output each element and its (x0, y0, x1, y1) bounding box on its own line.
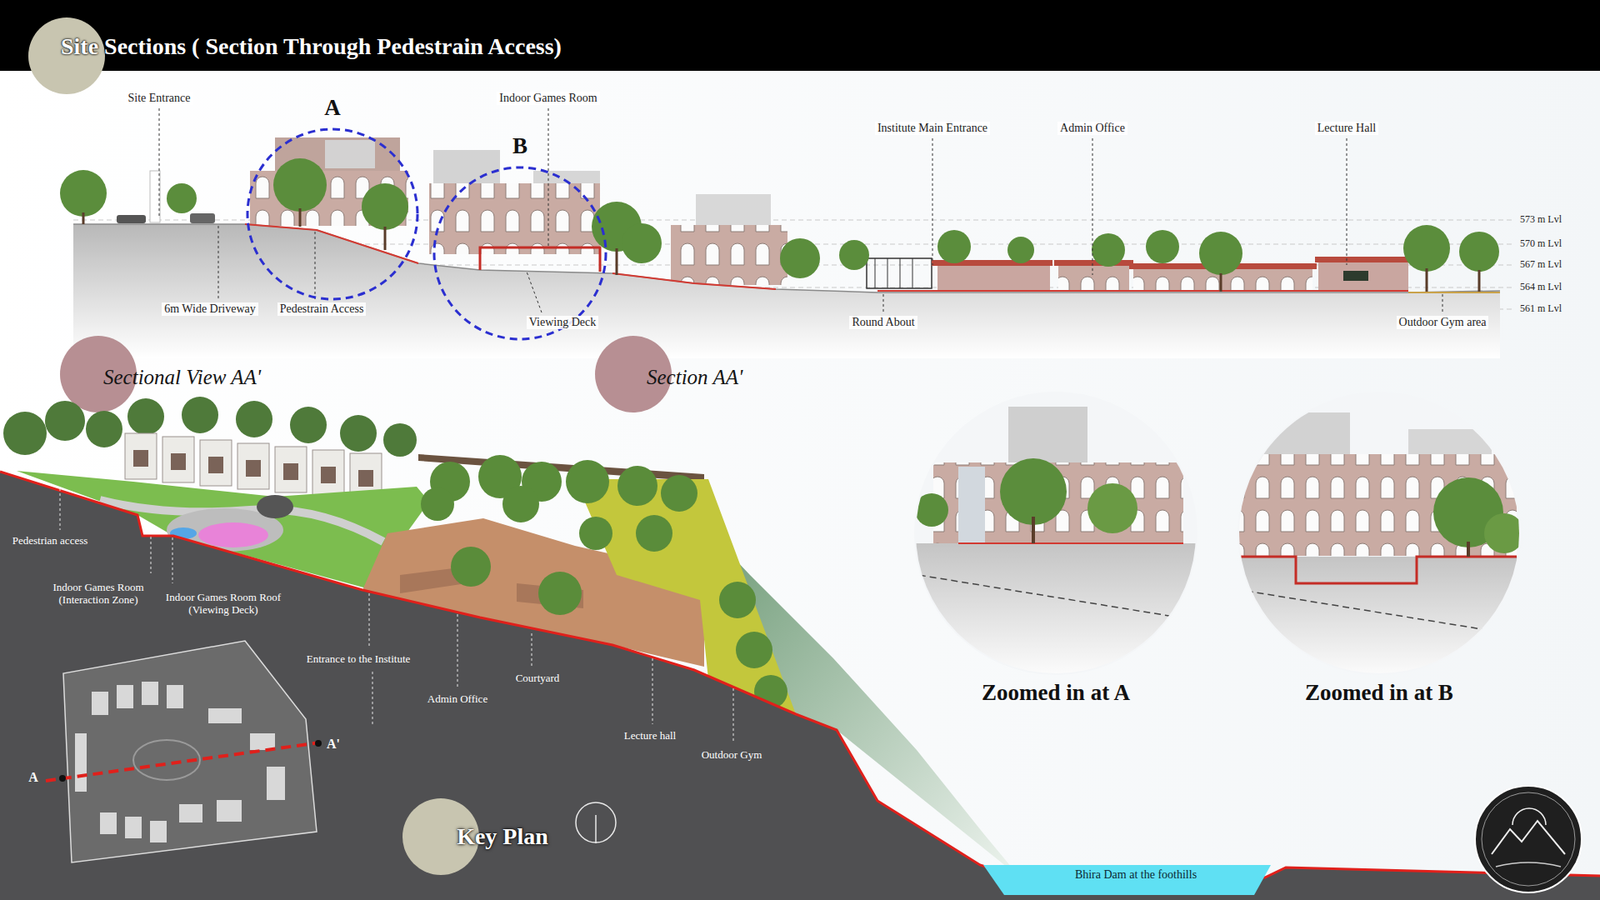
part-label: Indoor Games Room (Interaction Zone) (45, 581, 152, 607)
part-label: Indoor Games Room Roof (Viewing Deck) (155, 591, 293, 617)
level-label: 567 m Lvl (1520, 259, 1562, 271)
dashed-circle (434, 167, 606, 340)
part-label: Site Entrance (125, 91, 193, 105)
part-label: Pedestrain Access (277, 302, 367, 316)
level-label: 564 m Lvl (1520, 281, 1562, 294)
callout-letter: B (432, 129, 608, 163)
zoom-caption: Zoomed in at B (1237, 680, 1521, 706)
zoom-circle: Zoomed in at A (914, 391, 1198, 722)
section-mark: A (28, 770, 39, 785)
section-mark: A' (326, 736, 340, 752)
dashed-outline (245, 127, 420, 301)
level-label: 561 m Lvl (1520, 303, 1562, 315)
dashed-outline (432, 165, 608, 341)
callout-letter: A (245, 90, 420, 125)
view-heading: Sectional View AA' (103, 365, 261, 390)
part-label: Indoor Games Room (496, 91, 600, 105)
part-label: Round About (849, 315, 917, 330)
sheet-title: Site Sections ( Section Through Pedestra… (60, 33, 562, 60)
view-heading: Section AA' (646, 365, 743, 390)
part-label: Pedestrian access (12, 535, 89, 548)
zoom-circle: Zoomed in at B (1237, 391, 1521, 722)
part-label: Outdoor Gym (701, 749, 763, 762)
part-label: Admin Office (1057, 121, 1128, 135)
view-heading: Key Plan (456, 823, 549, 850)
level-label: 570 m Lvl (1520, 238, 1562, 250)
part-label: Entrance to the Institute (306, 653, 411, 666)
zoom-caption: Zoomed in at A (914, 680, 1198, 706)
part-label: Outdoor Gym area (1396, 315, 1490, 330)
part-label: Viewing Deck (526, 315, 599, 330)
dashed-circle (247, 129, 418, 300)
level-label: 573 m Lvl (1520, 214, 1562, 226)
part-label: Lecture Hall (1315, 121, 1379, 135)
part-label: Lecture hall (624, 730, 676, 743)
part-label: Institute Main Entrance (875, 121, 990, 135)
callout-circle: A (245, 90, 420, 301)
part-label: Bhira Dam at the foothills (1075, 868, 1197, 882)
part-label: 6m Wide Driveway (161, 302, 259, 316)
callout-circle: B (432, 129, 608, 341)
part-label: Courtyard (515, 672, 560, 685)
part-label: Admin Office (427, 693, 488, 706)
